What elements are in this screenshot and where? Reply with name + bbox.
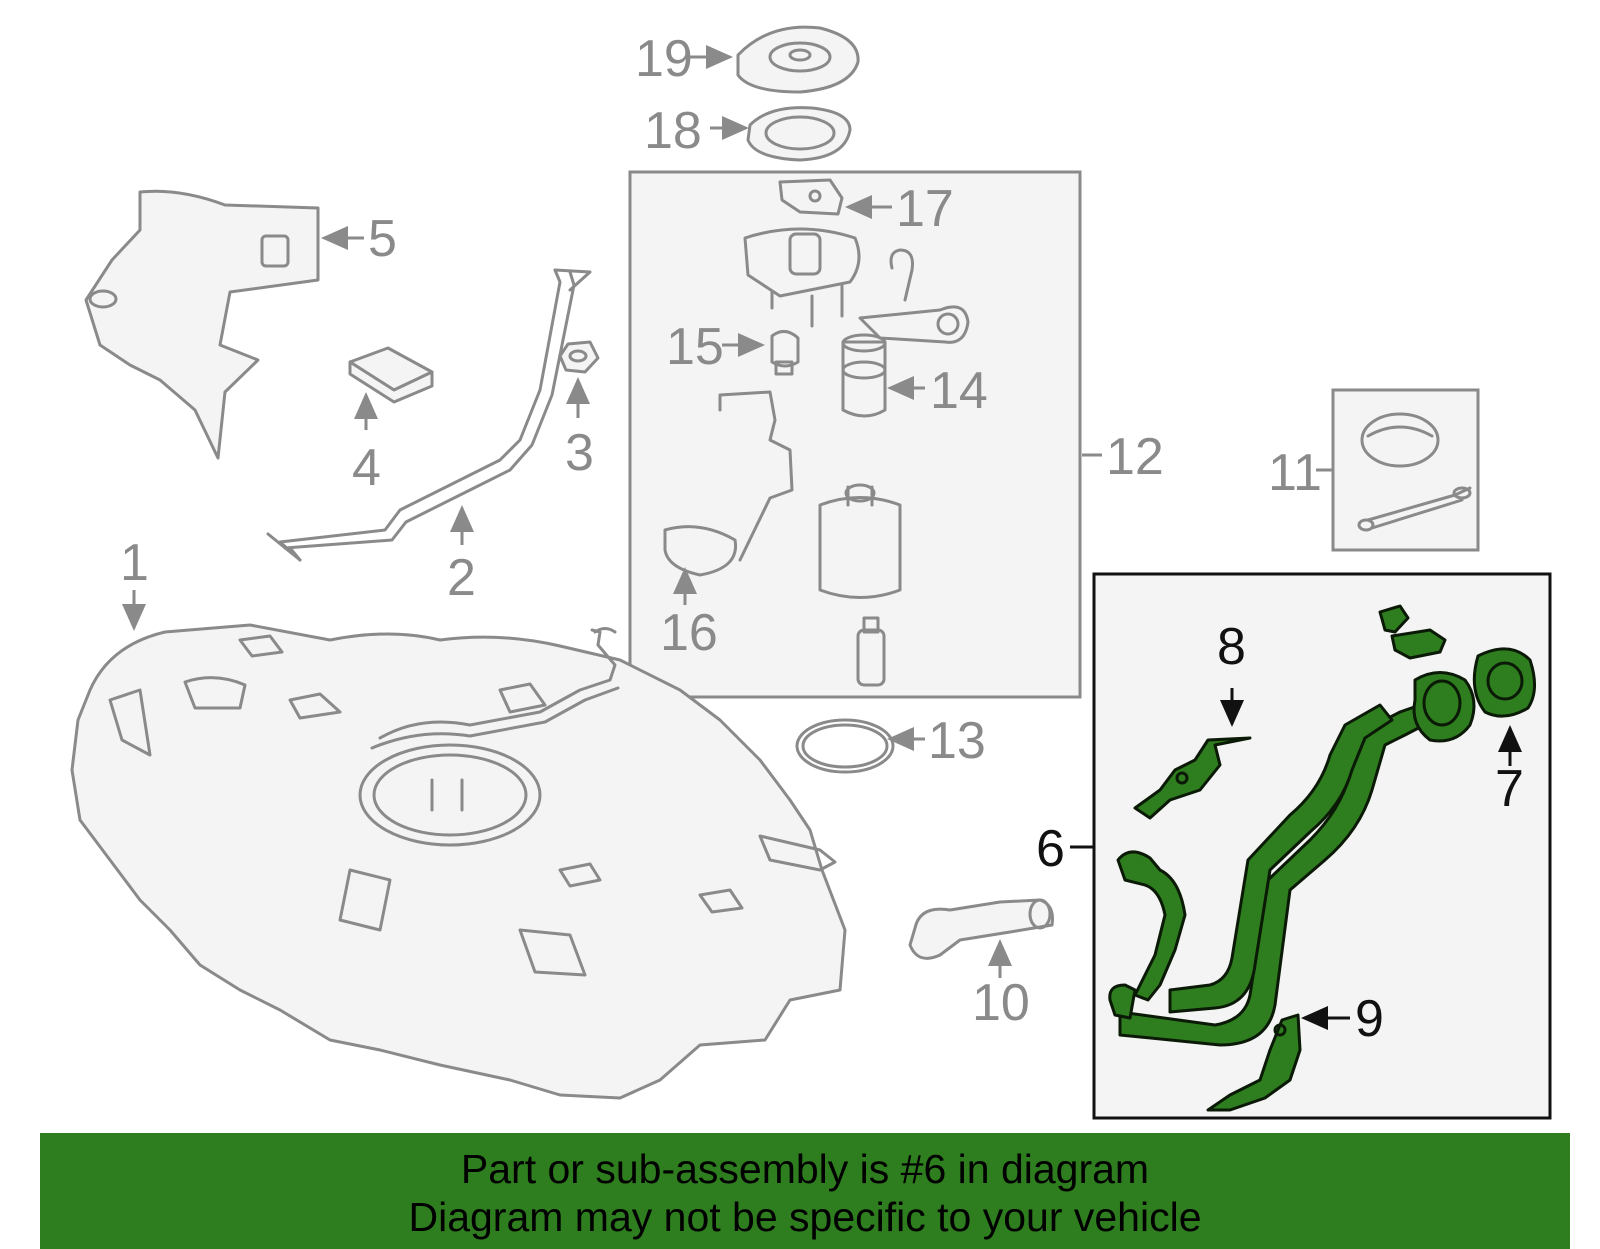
callout-13: 13 (928, 712, 986, 770)
callout-15: 15 (666, 318, 724, 376)
banner-line-1: Part or sub-assembly is #6 in diagram (460, 1146, 1150, 1192)
part-10-hose (908, 898, 1054, 960)
pump-hook-tube (889, 248, 914, 302)
callout-10: 10 (972, 974, 1030, 1032)
part-15-valve (770, 330, 800, 376)
part-17-connector (778, 178, 844, 216)
callout-5: 5 (368, 210, 397, 268)
callout-19: 19 (635, 30, 693, 88)
part-8-bracket (1133, 736, 1252, 820)
callout-12: 12 (1106, 428, 1164, 486)
pump-arm (858, 305, 970, 344)
part-11-fuel-cap (1357, 412, 1472, 532)
part-7-fuel-door (1472, 647, 1536, 718)
part-13-gasket-inner (801, 723, 889, 769)
part-2-strap (266, 268, 592, 562)
callout-4: 4 (352, 439, 381, 497)
callout-6: 6 (1036, 820, 1065, 878)
callout-18: 18 (644, 102, 702, 160)
part-4-pad (348, 346, 434, 404)
callout-7: 7 (1495, 760, 1524, 818)
part-9-bracket (1206, 1013, 1302, 1112)
part-16-sender (663, 390, 794, 577)
callout-8: 8 (1217, 618, 1246, 676)
banner-line-2: Diagram may not be specific to your vehi… (408, 1194, 1202, 1240)
callout-11: 11 (1268, 444, 1322, 502)
callout-9: 9 (1355, 990, 1384, 1048)
part-18-lock-ring (746, 106, 852, 162)
callout-16: 16 (660, 604, 718, 662)
part-3-nut (558, 340, 600, 374)
part-5-heat-shield (84, 189, 320, 460)
pump-flange (743, 227, 861, 328)
info-banner: Part or sub-assembly is #6 in diagram Di… (40, 1133, 1570, 1249)
callout-3: 3 (565, 424, 594, 482)
callout-14: 14 (930, 362, 988, 420)
part-1-fuel-tank (70, 623, 847, 1100)
pump-motor (856, 616, 886, 687)
part-14-pump (841, 333, 887, 418)
pump-filter-housing (818, 483, 902, 599)
callout-2: 2 (447, 549, 476, 607)
part-13-gasket (795, 718, 895, 774)
callout-17: 17 (896, 180, 954, 238)
part-19-cover (736, 25, 860, 94)
part-6-filler-pipe (1108, 604, 1476, 1047)
callout-1: 1 (120, 534, 149, 592)
